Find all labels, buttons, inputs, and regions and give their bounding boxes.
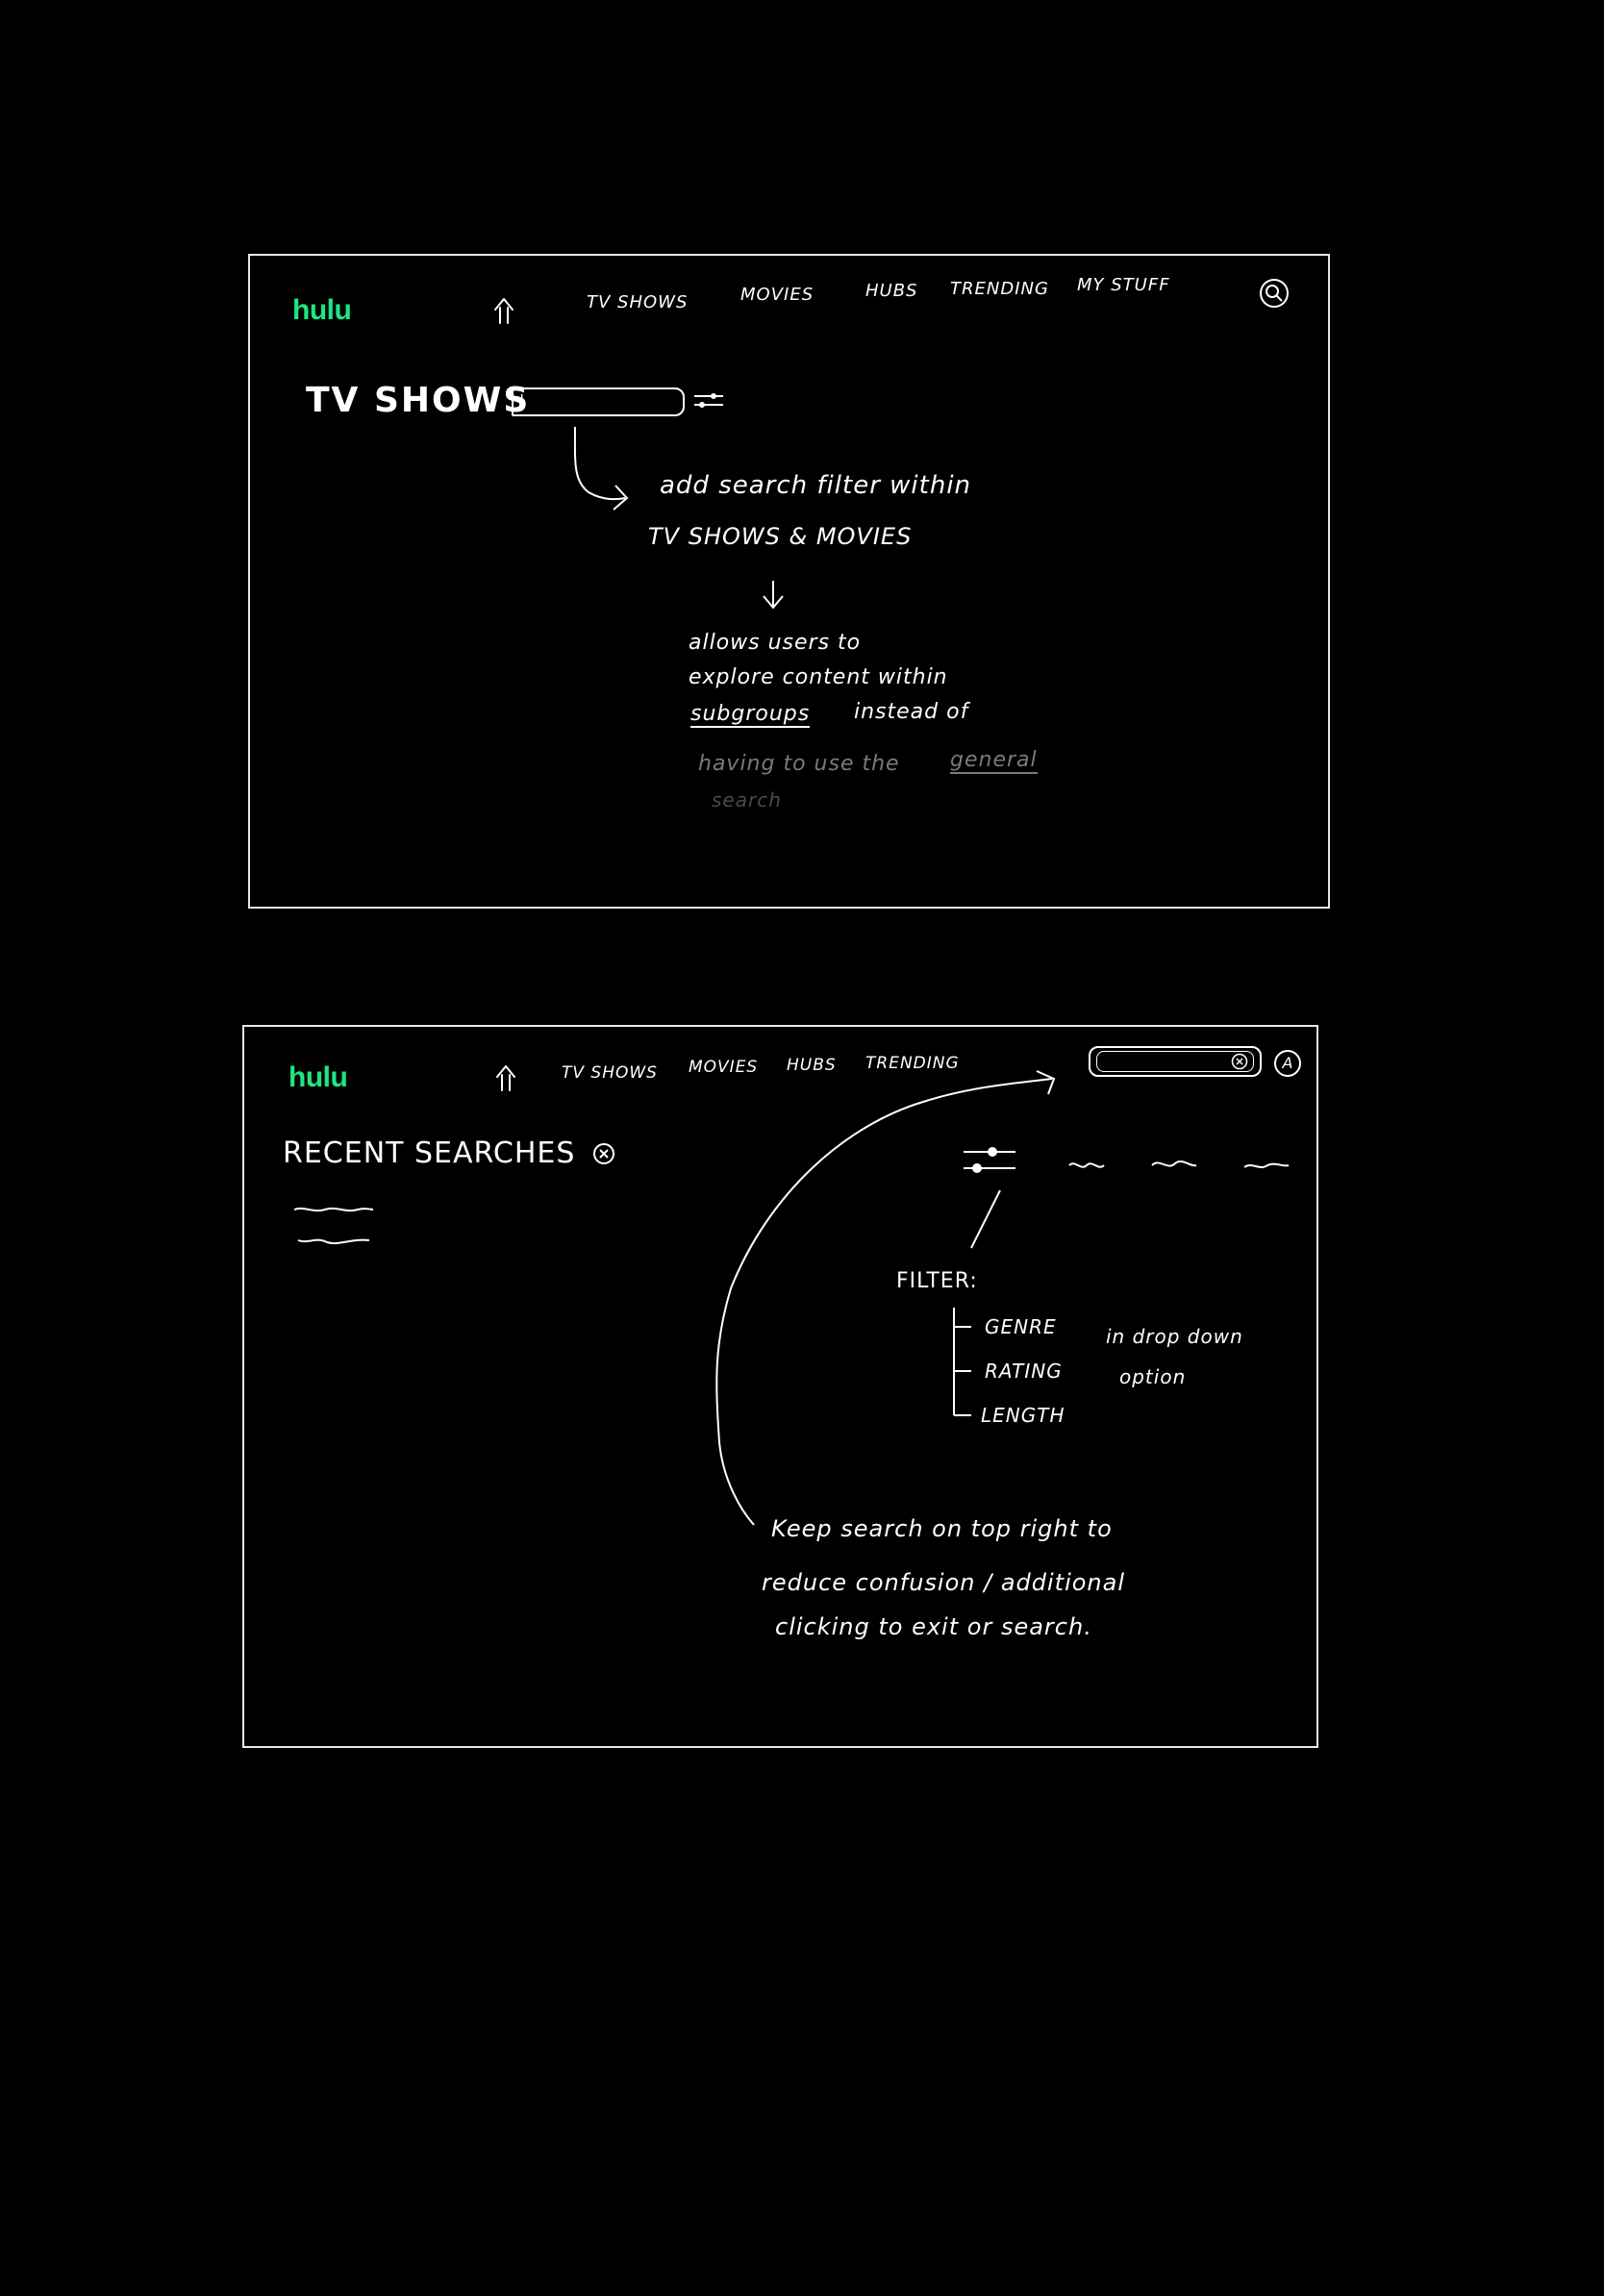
clear-x-icon[interactable] <box>592 1142 615 1165</box>
annotation-2-line-4: having to use the <box>698 752 900 776</box>
search-icon[interactable] <box>1258 277 1291 310</box>
avatar[interactable]: A <box>1274 1050 1301 1077</box>
filter-option-rating: RATING <box>985 1360 1063 1383</box>
annotation-1-line-1: add search filter within <box>660 471 972 500</box>
search-input-cursor: | <box>519 391 525 410</box>
hulu-logo[interactable]: hulu <box>288 1061 348 1093</box>
nav-tv-shows[interactable]: TV SHOWS <box>562 1063 658 1083</box>
page-title: TV SHOWS <box>306 381 531 420</box>
avatar-label: A <box>1282 1054 1293 1072</box>
annotation-2-line-5: search <box>712 788 782 811</box>
hulu-logo[interactable]: hulu <box>292 294 352 326</box>
recent-searches-title: RECENT SEARCHES <box>283 1136 576 1170</box>
clear-x-icon[interactable] <box>1231 1053 1248 1070</box>
annotation-line-3: clicking to exit or search. <box>775 1613 1092 1640</box>
search-input[interactable] <box>1089 1046 1262 1077</box>
nav-movies[interactable]: MOVIES <box>689 1058 759 1077</box>
nav-hubs[interactable]: HUBS <box>787 1056 837 1075</box>
annotation-1-line-2: TV SHOWS & MOVIES <box>648 523 913 550</box>
filter-note-line-2: option <box>1119 1365 1187 1388</box>
annotation-2-line-1: allows users to <box>689 631 862 655</box>
search-input[interactable]: | <box>512 387 685 416</box>
annotation-line-1: Keep search on top right to <box>771 1515 1113 1542</box>
filter-option-genre: GENRE <box>985 1315 1057 1338</box>
filter-sliders-icon[interactable] <box>690 388 727 413</box>
filter-note-line-1: in drop down <box>1106 1325 1243 1348</box>
annotation-line-2: reduce confusion / additional <box>762 1569 1126 1596</box>
filter-title: FILTER: <box>896 1269 978 1293</box>
annotation-2-general: general <box>950 748 1038 774</box>
filter-option-length: LENGTH <box>981 1404 1065 1427</box>
annotation-2-line-2: explore content within <box>689 665 948 689</box>
nav-hubs[interactable]: HUBS <box>865 281 918 301</box>
annotation-2-subgroups: subgroups <box>690 702 811 728</box>
annotation-2-line-3: instead of <box>854 700 969 724</box>
home-arrow-icon[interactable] <box>492 296 515 325</box>
wireframe-1-frame <box>248 254 1330 909</box>
nav-movies[interactable]: MOVIES <box>740 285 815 305</box>
filter-sliders-icon[interactable] <box>960 1140 1019 1181</box>
nav-trending[interactable]: TRENDING <box>950 279 1049 299</box>
nav-my-stuff[interactable]: MY STUFF <box>1077 275 1170 295</box>
wireframe-2-frame <box>242 1025 1318 1748</box>
nav-tv-shows[interactable]: TV SHOWS <box>587 292 689 312</box>
home-arrow-icon[interactable] <box>494 1063 517 1092</box>
nav-trending[interactable]: TRENDING <box>865 1054 960 1073</box>
